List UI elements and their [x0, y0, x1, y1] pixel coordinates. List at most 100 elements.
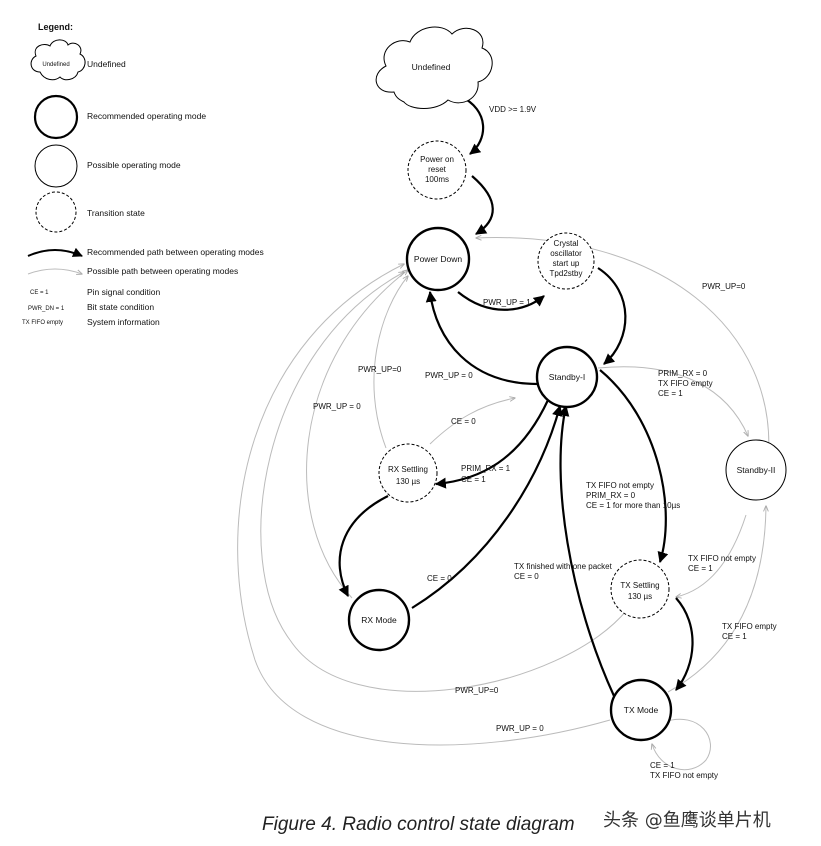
- legend-bit-example: PWR_DN = 1: [28, 306, 65, 312]
- legend-recommended-mode-text: Recommended operating mode: [87, 111, 206, 121]
- path-txmode-to-standby2: [667, 506, 766, 693]
- legend-pin-text: Pin signal condition: [87, 287, 161, 297]
- path-rxsettling-to-standby1: [429, 398, 515, 445]
- legend-possible-mode-text: Possible operating mode: [87, 160, 181, 170]
- cond-sb2-txset-2: CE = 1: [688, 564, 713, 573]
- tx-settling-label-2: 130 µs: [628, 592, 652, 601]
- legend-pin-example: CE = 1: [30, 290, 49, 296]
- legend-possible-path-text: Possible path between operating modes: [87, 266, 238, 276]
- tx-mode-label: TX Mode: [624, 705, 659, 715]
- legend-recommended-path-text: Recommended path between operating modes: [87, 247, 264, 257]
- legend-cloud-icon: [30, 39, 86, 81]
- legend-possible-mode-icon: [34, 144, 78, 188]
- legend: Legend: Undefined Undefined Recommended …: [22, 22, 264, 327]
- state-standby-2: Standby-II: [725, 439, 787, 501]
- por-label-3: 100ms: [425, 175, 449, 184]
- path-undefined-to-por: [459, 95, 485, 155]
- figure-caption: Figure 4. Radio control state diagram: [262, 814, 575, 835]
- path-rxmode-to-standby1: [411, 404, 563, 609]
- cond-ce0-rxmode: CE = 0: [427, 574, 452, 583]
- state-tx-mode: TX Mode: [609, 678, 673, 742]
- cond-loop-2: TX FIFO not empty: [650, 771, 718, 780]
- cond-primrx0-1: PRIM_RX = 0: [658, 369, 708, 378]
- transition-conditions: VDD >= 1.9V PWR_UP = 1 PWR_UP = 0 PWR_UP…: [313, 105, 777, 780]
- cond-sb2-txset-1: TX FIFO not empty: [688, 554, 756, 563]
- undefined-label: Undefined: [412, 62, 451, 72]
- power-down-label: Power Down: [414, 254, 462, 264]
- cond-primrx1-1: PRIM_RX = 1: [461, 464, 511, 473]
- path-txsettling-to-txmode: [675, 597, 694, 691]
- legend-possible-path-icon: [27, 268, 82, 274]
- path-rxmode-to-powerdown: [306, 270, 408, 599]
- legend-recommended-path-icon: [27, 247, 83, 257]
- undefined-cloud-icon: [375, 26, 493, 109]
- legend-transition-text: Transition state: [87, 208, 145, 218]
- cond-primrx0-2: TX FIFO empty: [658, 379, 713, 388]
- path-standby1-to-txsettling: [599, 369, 669, 564]
- state-power-down: Power Down: [405, 226, 471, 292]
- cond-pwrup0-txsettling: PWR_UP=0: [455, 686, 499, 695]
- state-rx-mode: RX Mode: [347, 588, 411, 652]
- legend-recommended-mode-icon: [33, 94, 79, 140]
- state-undefined: Undefined: [375, 26, 493, 109]
- cond-loop-1: CE = 1: [650, 761, 675, 770]
- legend-sys-example: TX FIFO empty: [22, 320, 63, 326]
- path-crystal-to-standby1: [597, 267, 627, 365]
- cond-ce0-rxsettling: CE = 0: [451, 417, 476, 426]
- tx-settling-label-1: TX Settling: [620, 581, 659, 590]
- standby2-label: Standby-II: [737, 465, 776, 475]
- path-powerdown-to-crystal: [457, 291, 545, 311]
- legend-undefined-text: Undefined: [87, 59, 126, 69]
- cond-txfin-2: CE = 0: [514, 572, 539, 581]
- cond-pwrup1: PWR_UP = 1: [483, 298, 531, 307]
- cond-pwrup0-rxsettling: PWR_UP=0: [358, 365, 402, 374]
- rx-settling-label-2: 130 µs: [396, 477, 420, 486]
- path-txmode-to-powerdown: [237, 264, 611, 746]
- legend-title: Legend:: [38, 22, 73, 32]
- path-standby1-to-standby2: [597, 366, 748, 436]
- cond-txne-3: CE = 1 for more than 10µs: [586, 501, 680, 510]
- legend-cloud-label: Undefined: [42, 62, 69, 68]
- legend-bit-text: Bit state condition: [87, 302, 154, 312]
- state-crystal-oscillator: Crystal oscillator start up Tpd2stby: [537, 232, 595, 290]
- cond-tx-sb2-1: TX FIFO empty: [722, 622, 777, 631]
- cond-pwrup0-txmode: PWR_UP = 0: [496, 724, 544, 733]
- legend-transition-icon: [35, 191, 77, 233]
- watermark: 头条 @鱼鹰谈单片机: [603, 810, 771, 831]
- cond-tx-sb2-2: CE = 1: [722, 632, 747, 641]
- path-txmode-to-standby1: [558, 404, 616, 697]
- path-rxsettling-to-rxmode: [338, 495, 389, 597]
- path-standby2-to-txsettling: [676, 514, 747, 597]
- por-label-1: Power on: [420, 155, 454, 164]
- path-rxsettling-to-powerdown: [373, 276, 408, 449]
- state-tx-settling: TX Settling 130 µs: [610, 559, 670, 619]
- rx-mode-label: RX Mode: [361, 615, 397, 625]
- cond-vdd: VDD >= 1.9V: [489, 105, 537, 114]
- cond-primrx1-2: CE = 1: [461, 475, 486, 484]
- standby1-label: Standby-I: [549, 372, 585, 382]
- legend-sys-text: System information: [87, 317, 160, 327]
- cond-pwrup0-standby1: PWR_UP = 0: [425, 371, 473, 380]
- crystal-label-1: Crystal: [554, 239, 579, 248]
- cond-txfin-1: TX finished with one packet: [514, 562, 613, 571]
- path-standby2-to-powerdown: [476, 238, 770, 463]
- state-rx-settling: RX Settling 130 µs: [378, 443, 438, 503]
- possible-paths: [237, 238, 770, 771]
- state-power-on-reset: Power on reset 100ms: [407, 140, 467, 200]
- cond-txne-2: PRIM_RX = 0: [586, 491, 636, 500]
- cond-txne-1: TX FIFO not empty: [586, 481, 654, 490]
- path-por-to-powerdown: [471, 175, 494, 235]
- crystal-label-4: Tpd2stby: [550, 269, 583, 278]
- cond-pwrup0-rxmode: PWR_UP = 0: [313, 402, 361, 411]
- crystal-label-3: start up: [553, 259, 580, 268]
- path-txmode-self-loop: [652, 718, 711, 771]
- crystal-label-2: oscillator: [550, 249, 582, 258]
- path-txsettling-to-powerdown: [260, 272, 628, 692]
- cond-primrx0-3: CE = 1: [658, 389, 683, 398]
- por-label-2: reset: [428, 165, 447, 174]
- rx-settling-label-1: RX Settling: [388, 465, 428, 474]
- path-standby1-to-powerdown: [425, 290, 539, 386]
- path-standby1-to-rxsettling: [434, 399, 549, 489]
- state-standby-1: Standby-I: [535, 345, 599, 409]
